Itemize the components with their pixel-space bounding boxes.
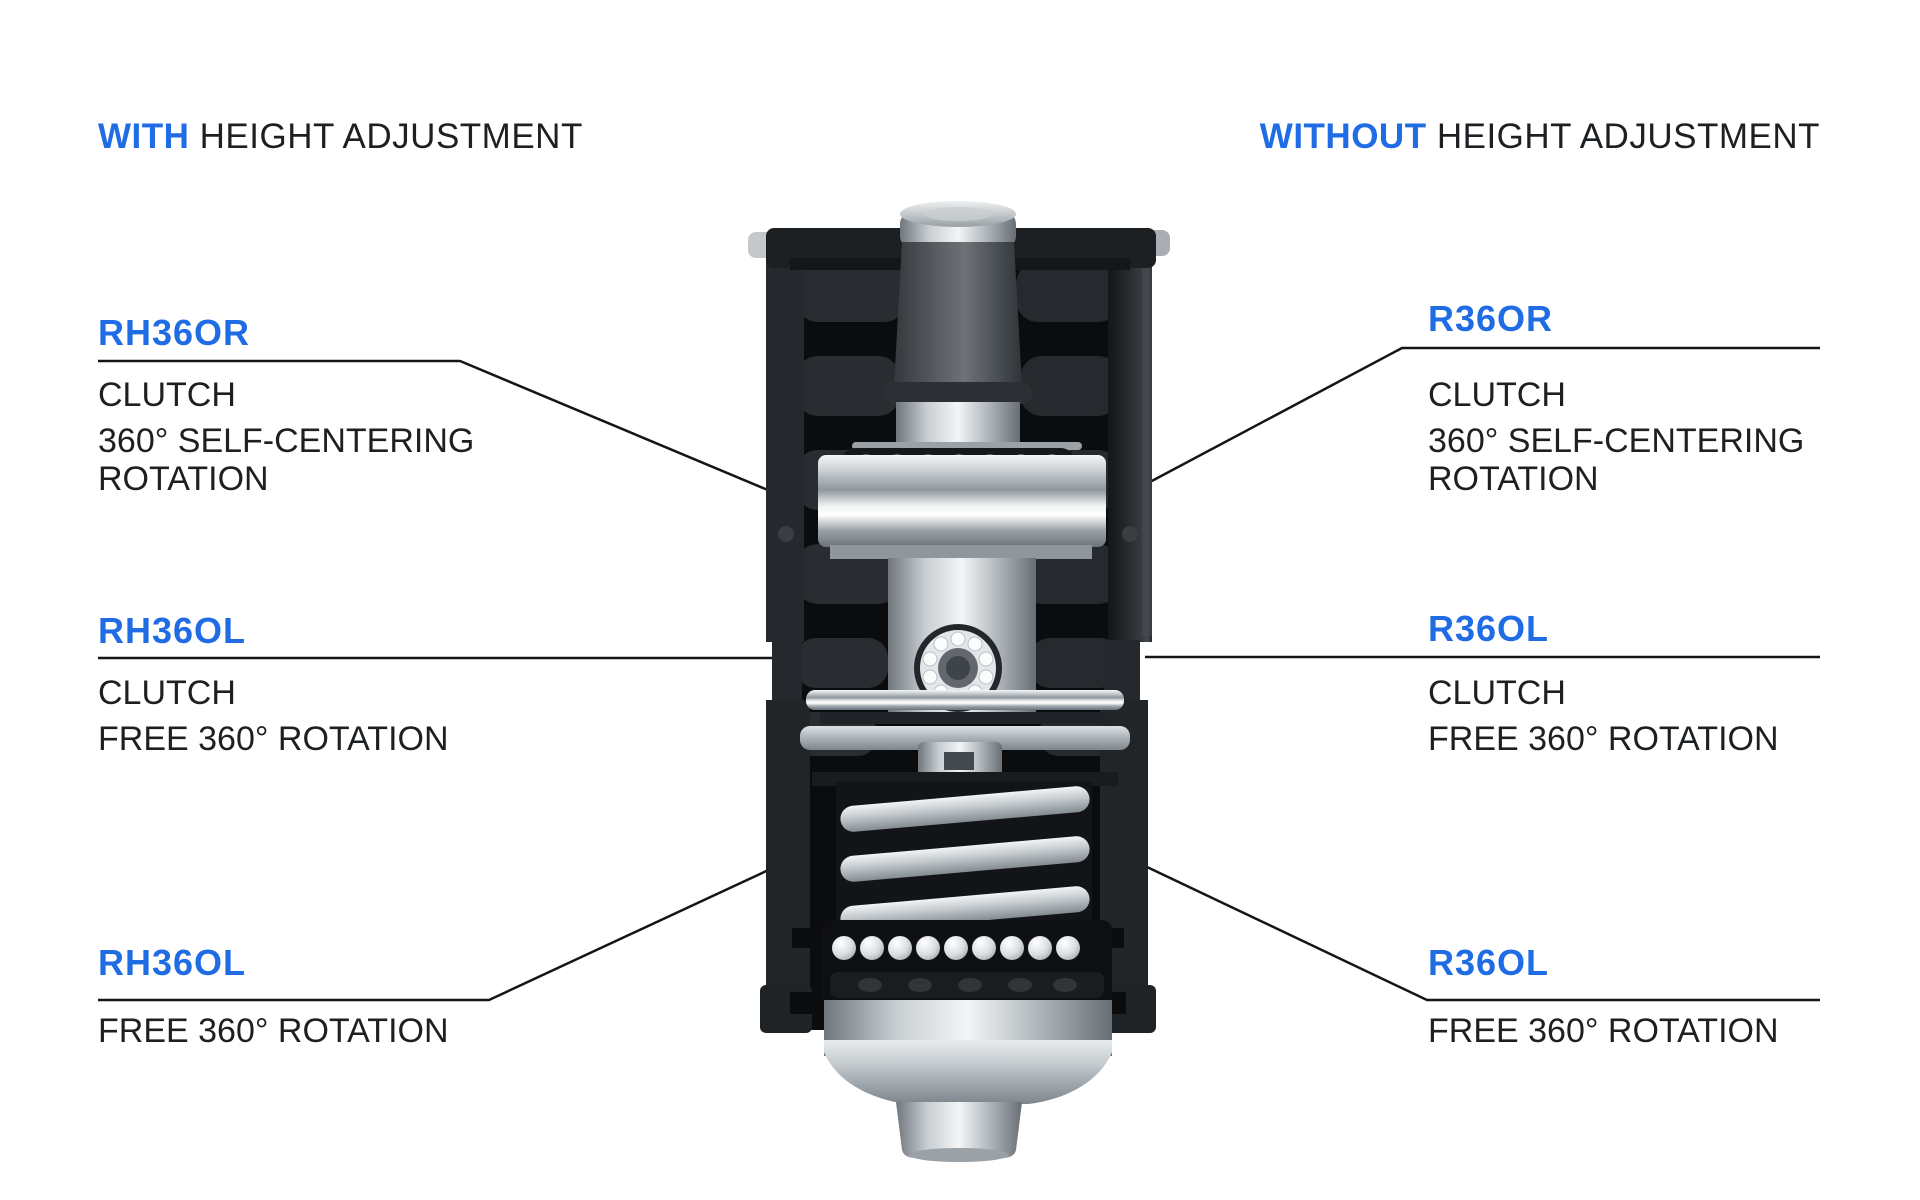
part-spec-right-middle: CLUTCH FREE 360° ROTATION	[1428, 674, 1822, 766]
spec-line: CLUTCH	[98, 674, 236, 712]
leader-line-right-bottom	[1146, 865, 1820, 1002]
spec-line: CLUTCH	[98, 376, 236, 414]
title-right-rest: HEIGHT ADJUSTMENT	[1436, 117, 1820, 156]
title-right-highlight: WITHOUT	[1259, 117, 1427, 156]
spec-line: FREE 360° ROTATION	[1428, 1012, 1779, 1050]
part-code-right-middle: R36OL	[1428, 608, 1550, 649]
title-left-highlight: WITH	[98, 117, 190, 156]
part-code-left-middle: RH36OL	[98, 610, 247, 651]
lower-bearing	[822, 920, 1112, 1008]
spindle	[884, 201, 1032, 456]
housing-wall-right	[1100, 240, 1156, 1033]
leader-lines	[98, 346, 1820, 1002]
leader-line-left-bottom	[98, 865, 776, 1002]
spec-line: FREE 360° ROTATION	[98, 720, 449, 758]
part-spec-right-bottom: FREE 360° ROTATION	[1428, 1012, 1822, 1058]
leader-line-left-top	[98, 359, 776, 495]
part-spec-left-top: CLUTCH 360° SELF-CENTERING ROTATION	[98, 376, 518, 506]
spec-line: CLUTCH	[1428, 376, 1566, 414]
part-code-right-top: R36OR	[1428, 298, 1554, 339]
product-cutaway-illustration	[748, 201, 1170, 1162]
spindle-collar	[884, 382, 1032, 404]
part-code-left-bottom: RH36OL	[98, 942, 247, 983]
title-with-height-adjustment: WITH HEIGHT ADJUSTMENT	[98, 116, 583, 158]
part-spec-right-top: CLUTCH 360° SELF-CENTERING ROTATION	[1428, 376, 1822, 506]
part-code-right-bottom: R36OL	[1428, 942, 1550, 983]
title-left-rest: HEIGHT ADJUSTMENT	[199, 117, 583, 156]
part-spec-left-bottom: FREE 360° ROTATION	[98, 1012, 518, 1058]
spec-line: CLUTCH	[1428, 674, 1566, 712]
part-spec-left-middle: CLUTCH FREE 360° ROTATION	[98, 674, 518, 766]
spring	[836, 782, 1092, 942]
foot-dome	[824, 1000, 1112, 1162]
leader-line-right-top	[1147, 346, 1820, 485]
title-without-height-adjustment: WITHOUT HEIGHT ADJUSTMENT	[1260, 116, 1820, 158]
foot-stem	[896, 1102, 1022, 1158]
spec-line: FREE 360° ROTATION	[98, 1012, 449, 1050]
spec-line: 360° SELF-CENTERING ROTATION	[98, 422, 475, 498]
spec-line: 360° SELF-CENTERING ROTATION	[1428, 422, 1805, 498]
part-code-left-top: RH36OR	[98, 312, 251, 353]
spec-line: FREE 360° ROTATION	[1428, 720, 1779, 758]
housing-wall-left	[760, 240, 814, 1033]
clutch-plates	[800, 690, 1130, 788]
